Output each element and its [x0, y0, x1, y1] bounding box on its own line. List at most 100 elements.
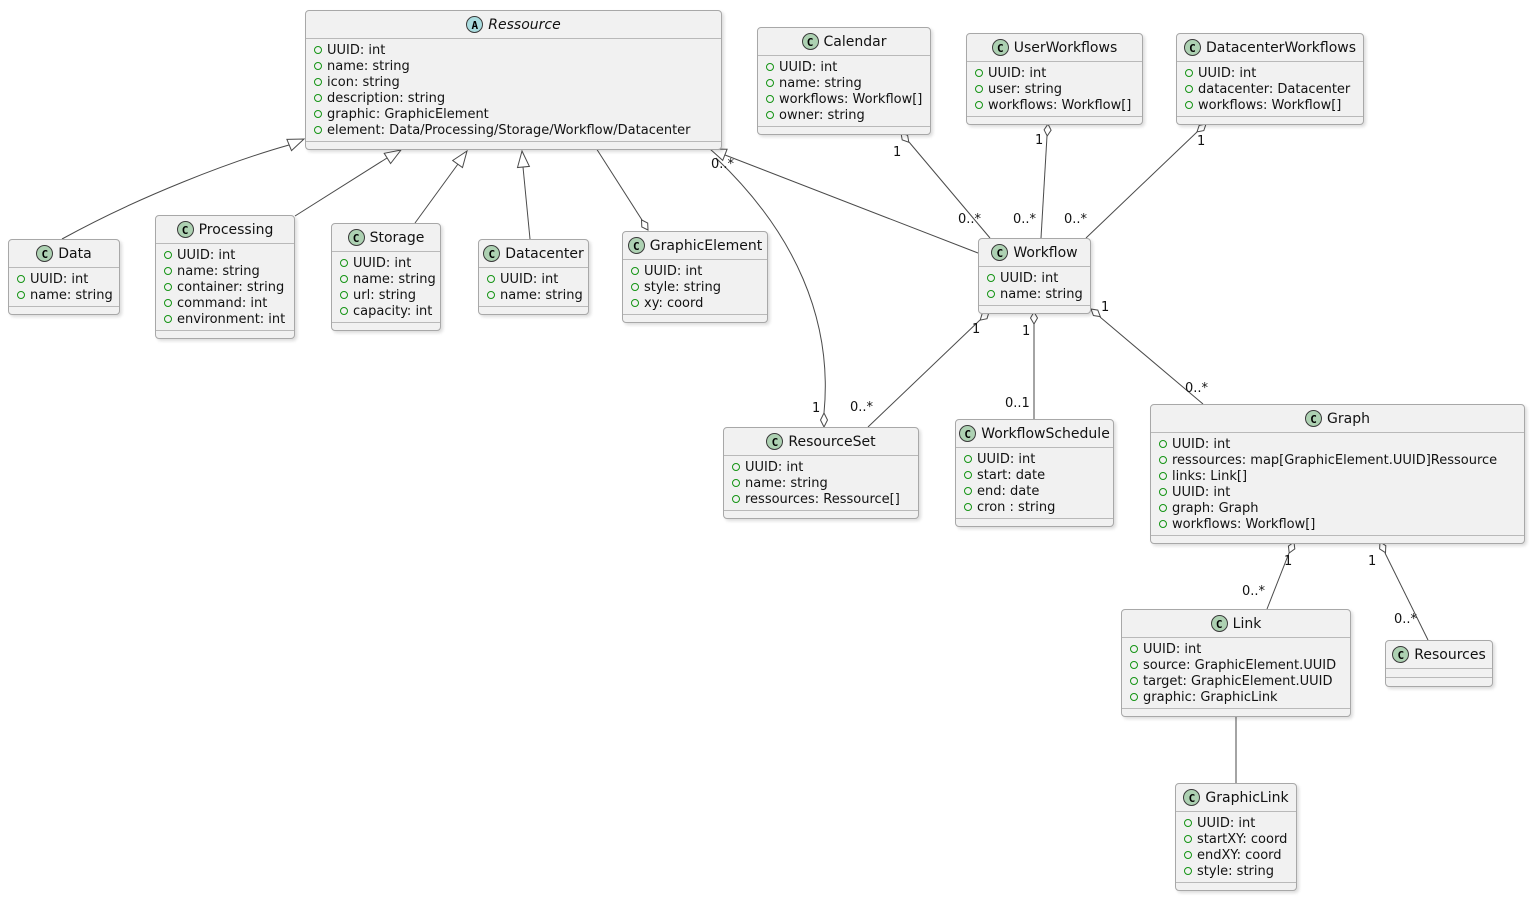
attribute-text: links: Link[]	[1172, 468, 1248, 484]
attributes-section: UUID: int name: string icon: string desc…	[306, 39, 721, 141]
multiplicity-label: 1	[1284, 554, 1293, 569]
attribute-text: graphic: GraphicElement	[327, 106, 489, 122]
field-icon	[631, 299, 639, 307]
class-footer	[479, 306, 588, 314]
attribute-text: workflows: Workflow[]	[779, 91, 923, 107]
class-userworkflows: C UserWorkflows UUID: int user: string w…	[966, 33, 1143, 125]
attribute: workflows: Workflow[]	[758, 91, 930, 107]
class-header: C GraphicElement	[623, 232, 767, 260]
edge-data-extends-ressource	[61, 138, 306, 240]
attribute-text: datacenter: Datacenter	[1198, 81, 1351, 97]
field-icon	[1130, 645, 1138, 653]
attribute: name: string	[979, 286, 1090, 302]
class-data: C Data UUID: int name: string	[8, 239, 120, 315]
field-icon	[164, 299, 172, 307]
class-footer	[1177, 116, 1363, 124]
class-header: C WorkflowSchedule	[956, 420, 1113, 448]
field-icon	[314, 78, 322, 86]
field-icon	[1159, 504, 1167, 512]
class-icon: C	[483, 245, 501, 262]
class-header: C DatacenterWorkflows	[1177, 34, 1363, 62]
class-icon: C	[801, 33, 819, 50]
class-workflow: C Workflow UUID: int name: string	[978, 238, 1091, 314]
generalization-arrow-icon	[516, 149, 531, 169]
attribute: endXY: coord	[1176, 847, 1296, 863]
class-footer	[1151, 535, 1524, 543]
class-header: C Data	[9, 240, 119, 268]
class-header: C Graph	[1151, 405, 1524, 433]
attributes-section: UUID: int name: string url: string capac…	[332, 252, 440, 322]
attribute-text: owner: string	[779, 107, 865, 123]
field-icon	[766, 95, 774, 103]
multiplicity-label: 1	[1035, 133, 1044, 148]
generalization-arrow-icon	[383, 149, 403, 165]
attribute: workflows: Workflow[]	[1177, 97, 1363, 113]
multiplicity-label: 0..*	[1394, 612, 1418, 627]
class-footer	[967, 116, 1142, 124]
multiplicity-label: 0..1	[1005, 396, 1030, 411]
class-graphicelement: C GraphicElement UUID: int style: string…	[622, 231, 768, 323]
generalization-arrow-icon	[451, 149, 468, 169]
class-header: A Ressource	[306, 11, 721, 39]
attribute-text: target: GraphicElement.UUID	[1143, 673, 1333, 689]
attribute-text: UUID: int	[327, 42, 386, 58]
attribute-text: UUID: int	[30, 271, 89, 287]
edge-datacenterworkflows-workflow	[1085, 123, 1207, 239]
attribute: icon: string	[306, 74, 721, 90]
attribute: container: string	[156, 279, 294, 295]
class-footer	[1386, 677, 1492, 686]
attribute: description: string	[306, 90, 721, 106]
field-icon	[17, 275, 25, 283]
class-icon: C	[1183, 39, 1201, 56]
attributes-section: UUID: int ressources: map[GraphicElement…	[1151, 433, 1524, 535]
field-icon	[732, 479, 740, 487]
field-icon	[1184, 835, 1192, 843]
class-footer	[332, 322, 440, 330]
class-icon: C	[1305, 410, 1323, 427]
attribute: target: GraphicElement.UUID	[1122, 673, 1350, 689]
field-icon	[1159, 456, 1167, 464]
attribute: UUID: int	[1151, 436, 1524, 452]
field-icon	[314, 126, 322, 134]
class-icon: C	[36, 245, 54, 262]
field-icon	[314, 46, 322, 54]
edge-processing-extends-ressource	[294, 149, 403, 217]
field-icon	[1185, 101, 1193, 109]
class-processing: C Processing UUID: int name: string cont…	[155, 215, 295, 339]
attribute: graph: Graph	[1151, 500, 1524, 516]
class-name: Link	[1232, 615, 1262, 632]
attribute-text: start: date	[977, 467, 1046, 483]
field-icon	[975, 101, 983, 109]
attributes-section: UUID: int name: string	[9, 268, 119, 306]
attribute-text: ressources: map[GraphicElement.UUID]Ress…	[1172, 452, 1498, 468]
field-icon	[164, 315, 172, 323]
field-icon	[766, 79, 774, 87]
attribute: user: string	[967, 81, 1142, 97]
class-icon: C	[1392, 646, 1410, 663]
attribute: UUID: int	[979, 270, 1090, 286]
attribute-text: graphic: GraphicLink	[1143, 689, 1278, 705]
field-icon	[975, 85, 983, 93]
attribute-text: workflows: Workflow[]	[1172, 516, 1316, 532]
field-icon	[314, 62, 322, 70]
class-name: Graph	[1327, 410, 1370, 427]
attribute-text: source: GraphicElement.UUID	[1143, 657, 1337, 673]
class-footer	[623, 314, 767, 322]
attribute: name: string	[9, 287, 119, 303]
attributes-section: UUID: int name: string ressources: Resso…	[724, 456, 918, 510]
attribute: graphic: GraphicLink	[1122, 689, 1350, 705]
attribute: style: string	[1176, 863, 1296, 879]
field-icon	[732, 495, 740, 503]
aggregation-diamond-icon	[1090, 308, 1102, 318]
field-icon	[487, 291, 495, 299]
field-icon	[1185, 69, 1193, 77]
field-icon	[1130, 661, 1138, 669]
multiplicity-label: 1	[1101, 300, 1110, 315]
attribute: name: string	[758, 75, 930, 91]
attribute-text: description: string	[327, 90, 446, 106]
attribute-text: UUID: int	[353, 255, 412, 271]
class-footer	[724, 510, 918, 518]
edge-graph-link	[1266, 541, 1296, 610]
attribute-text: style: string	[1197, 863, 1275, 879]
